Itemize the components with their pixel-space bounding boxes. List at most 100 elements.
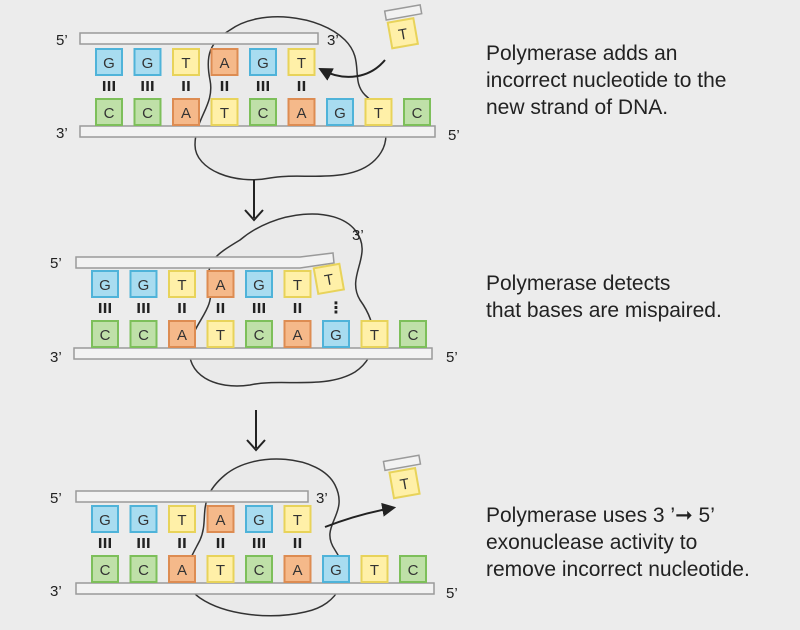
top-base-letter-5: T (293, 512, 302, 529)
bottom-base-letter-5: A (292, 327, 302, 344)
top-base-letter-5: T (293, 277, 302, 294)
hydrogen-bond-5: II (293, 302, 303, 317)
bottom-base-letter-4: C (258, 105, 269, 122)
bottom-base-7 (364, 98, 393, 126)
hydrogen-bond-4: III (252, 302, 267, 317)
down-arrow-2 (246, 410, 266, 452)
caption: Polymerase uses 3 ’➞ 5’exonuclease activ… (486, 504, 750, 581)
bottom-base-3 (206, 555, 235, 583)
top-base-letter-0: G (99, 277, 111, 294)
caption-line: new strand of DNA. (486, 96, 668, 119)
mispaired-letter: T (323, 271, 335, 289)
bottom-base-2 (168, 320, 196, 348)
hydrogen-bond-4: III (252, 537, 267, 552)
caption-line: Polymerase detects (486, 272, 670, 295)
top-base-letter-1: G (142, 55, 154, 72)
top-base-1 (133, 48, 162, 76)
bottom-base-3 (210, 98, 239, 126)
hydrogen-bond-3: II (216, 537, 226, 552)
hydrogen-bond-3: II (216, 302, 226, 317)
bottom-base-letter-6: G (330, 562, 342, 579)
top-base-letter-4: G (253, 512, 265, 529)
bottom-base-5 (283, 555, 312, 583)
hydrogen-bond-2: II (177, 537, 187, 552)
bottom-base-1 (129, 555, 158, 583)
top-base-5 (283, 270, 312, 298)
bottom-base-letter-3: T (216, 327, 225, 344)
top-base-2 (168, 505, 196, 533)
caption-line: Polymerase adds an (486, 42, 677, 65)
top-base-letter-4: G (257, 55, 269, 72)
caption-line: Polymerase uses 3 ’➞ 5’ (486, 504, 715, 527)
label-bottom-right: 5’ (446, 585, 458, 602)
bottom-strand-backbone (73, 347, 433, 360)
removed-nucleotide-base (388, 466, 421, 500)
bottom-base-6 (322, 555, 350, 583)
bottom-base-2 (172, 98, 200, 126)
top-base-5 (283, 505, 312, 533)
bottom-base-4 (245, 555, 273, 583)
removed-nucleotide: T (382, 454, 422, 500)
free-nucleotide: T (383, 3, 423, 50)
hydrogen-bond-6: ⋮ (328, 298, 344, 317)
bottom-base-4 (249, 98, 277, 126)
top-base-0 (91, 505, 119, 533)
hydrogen-bond-4: III (256, 80, 271, 95)
label-bottom-right: 5’ (448, 127, 460, 144)
free-nucleotide-letter: T (397, 26, 409, 44)
hydrogen-bond-3: II (220, 80, 230, 95)
top-base-letter-1: G (138, 512, 150, 529)
bottom-base-5 (283, 320, 312, 348)
top-base-letter-1: G (138, 277, 150, 294)
top-base-letter-0: G (103, 55, 115, 72)
bottom-base-letter-7: T (374, 105, 383, 122)
removed-nucleotide-letter: T (399, 475, 411, 493)
caption-line: that bases are mispaired. (486, 299, 722, 322)
bottom-base-letter-4: C (254, 327, 265, 344)
top-base-2 (168, 270, 196, 298)
bottom-base-letter-0: C (100, 327, 111, 344)
top-base-2 (172, 48, 200, 76)
bottom-base-7 (360, 320, 389, 348)
hydrogen-bond-1: III (140, 80, 155, 95)
bottom-base-letter-4: C (254, 562, 265, 579)
bottom-base-8 (399, 555, 427, 583)
top-base-1 (129, 270, 158, 298)
bottom-base-3 (206, 320, 235, 348)
label-top-right: 3’ (316, 490, 328, 507)
label-bottom-left: 3’ (50, 349, 62, 366)
bottom-strand-backbone (79, 125, 436, 138)
bottom-base-0 (95, 98, 123, 126)
bottom-base-letter-5: A (296, 105, 306, 122)
bottom-base-letter-1: C (142, 105, 153, 122)
label-top-left: 5’ (50, 255, 62, 272)
free-nucleotide-base (386, 17, 420, 50)
bottom-base-letter-7: T (370, 562, 379, 579)
down-arrow-1 (244, 180, 264, 222)
top-base-letter-3: A (219, 55, 229, 72)
hydrogen-bond-0: III (98, 302, 113, 317)
bottom-base-letter-1: C (138, 562, 149, 579)
hydrogen-bond-2: II (177, 302, 187, 317)
bottom-base-letter-7: T (370, 327, 379, 344)
bottom-strand-backbone (75, 582, 435, 595)
top-strand-backbone (75, 252, 335, 269)
top-base-letter-3: A (215, 512, 225, 529)
hydrogen-bond-5: II (297, 80, 307, 95)
hydrogen-bond-5: II (293, 537, 303, 552)
top-strand-backbone (75, 490, 309, 503)
top-base-0 (91, 270, 119, 298)
bottom-base-letter-0: C (100, 562, 111, 579)
bottom-base-6 (326, 98, 354, 126)
bottom-base-0 (91, 555, 119, 583)
bottom-base-letter-3: T (220, 105, 229, 122)
top-base-letter-3: A (215, 277, 225, 294)
top-base-letter-4: G (253, 277, 265, 294)
top-base-letter-2: T (181, 55, 190, 72)
bottom-base-1 (133, 98, 162, 126)
hydrogen-bond-1: III (136, 302, 151, 317)
